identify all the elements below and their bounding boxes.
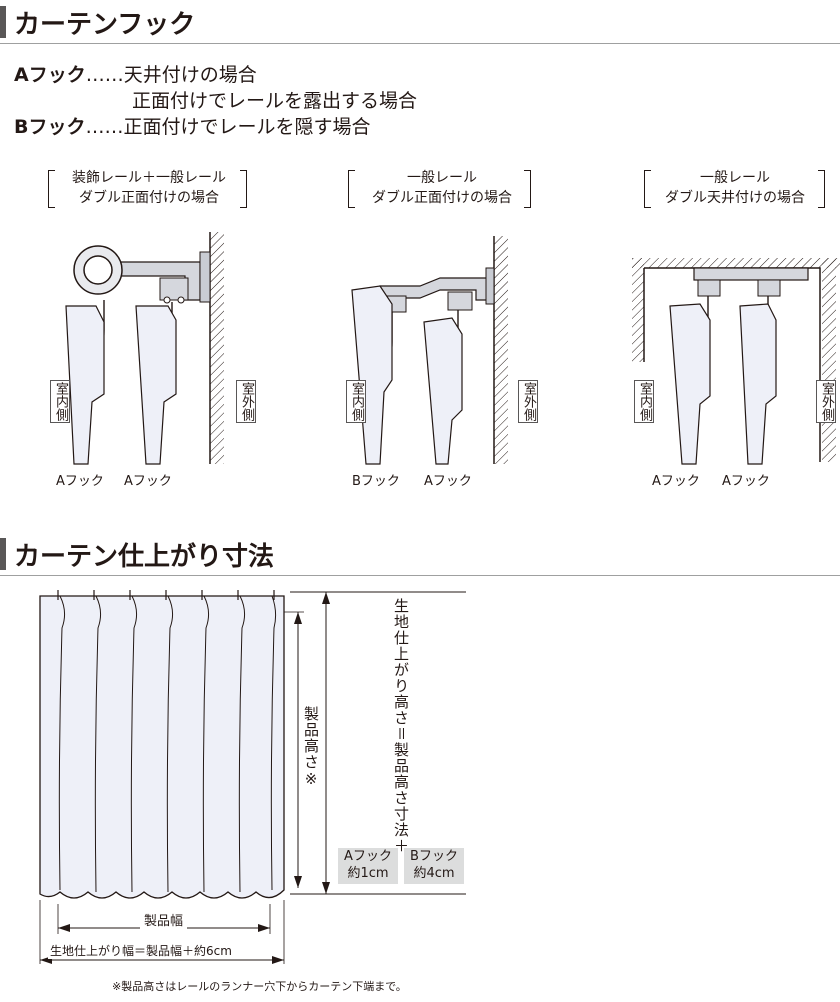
hook-b-desc-1: 正面付けでレールを隠す場合 — [123, 116, 371, 138]
a-hook-allowance-name: Aフック — [344, 849, 392, 864]
diagram-2-title-line2: ダブル正面付けの場合 — [372, 190, 512, 206]
section-rule — [0, 43, 840, 44]
hook-b-line: Bフック……正面付けでレールを隠す場合 — [14, 112, 371, 139]
b-hook-allowance-box: Bフック 約4cm — [404, 848, 464, 884]
fabric-height-label: 生地仕上がり高さ＝製品高さ寸法＋ — [392, 598, 410, 855]
section-accent-bar — [0, 538, 6, 570]
section-title-dimensions: カーテン仕上がり寸法 — [14, 542, 275, 572]
hook-a-label: Aフック — [14, 64, 86, 86]
diagram-3-outdoor-label: 室外側 — [816, 380, 836, 423]
a-hook-allowance-value: 約1cm — [347, 866, 389, 881]
curtain-left-1 — [65, 305, 105, 465]
b-hook-allowance-name: Bフック — [410, 849, 458, 864]
diagram-1-hook-right: Aフック — [124, 474, 172, 489]
title-bracket-left — [48, 170, 55, 208]
diagram-2-indoor-label: 室内側 — [346, 380, 366, 423]
section-accent-bar — [0, 6, 6, 38]
section-title-hooks: カーテンフック — [14, 10, 196, 40]
diagram-3-title-line1: 一般レール — [700, 170, 770, 186]
hook-a-dots: …… — [85, 64, 124, 86]
curtain-pleats — [58, 595, 277, 893]
title-bracket-left — [644, 170, 651, 208]
title-bracket-left — [348, 170, 355, 208]
diagram-3-drawing — [632, 258, 840, 465]
hook-a-desc-2: 正面付けでレールを露出する場合 — [132, 90, 418, 112]
diagram-3-title: 一般レール ダブル天井付けの場合 — [648, 168, 822, 208]
title-bracket-right — [818, 170, 825, 208]
title-bracket-right — [524, 170, 531, 208]
product-width-label: 製品幅 — [140, 910, 188, 929]
section-rule — [0, 575, 840, 576]
wall-hatch-1 — [210, 232, 224, 464]
fabric-width-label: 生地仕上がり幅＝製品幅＋約6cm — [48, 942, 234, 959]
diagram-2-outdoor-label: 室外側 — [518, 380, 538, 423]
diagram-1-indoor-label: 室内側 — [50, 380, 70, 423]
curtain-dimension-drawing — [39, 590, 466, 964]
diagram-3-title-line2: ダブル天井付けの場合 — [665, 190, 805, 206]
curtain-right-3 — [739, 303, 777, 465]
section-header-hooks: カーテンフック — [0, 0, 840, 44]
rail-bracket-2 — [379, 277, 489, 301]
diagram-2-title: 一般レール ダブル正面付けの場合 — [354, 168, 530, 208]
product-height-label: 製品高さ※ — [302, 706, 320, 789]
ceiling-rail — [693, 267, 809, 281]
curtain-right-1 — [135, 305, 177, 465]
curtain-left-2 — [351, 285, 393, 465]
a-hook-allowance-box: Aフック 約1cm — [338, 848, 398, 884]
title-bracket-right — [240, 170, 247, 208]
hook-b-label: Bフック — [14, 116, 86, 138]
diagram-3-indoor-label: 室内側 — [634, 380, 654, 423]
diagram-1-outdoor-label: 室外側 — [236, 380, 256, 423]
b-hook-allowance-value: 約4cm — [413, 866, 455, 881]
diagram-1-drawing — [65, 232, 224, 465]
curtain-panel — [39, 595, 285, 899]
diagram-2-drawing — [351, 236, 508, 465]
diagram-3-hook-right: Aフック — [722, 474, 770, 489]
diagram-1-title: 装飾レール＋一般レール ダブル正面付けの場合 — [58, 168, 240, 208]
curtain-left-3 — [669, 303, 711, 465]
hook-a-line: Aフック……天井付けの場合 — [14, 60, 257, 87]
diagram-1-title-line1: 装飾レール＋一般レール — [72, 170, 226, 186]
curtain-right-2 — [423, 317, 463, 465]
diagram-3-hook-left: Aフック — [652, 474, 700, 489]
curtain-hooks-top — [57, 590, 275, 600]
diagram-2-hook-right: Aフック — [424, 474, 472, 489]
diagram-2-title-line1: 一般レール — [407, 170, 477, 186]
footnote: ※製品高さはレールのランナー穴下からカーテン下端まで。 — [112, 980, 407, 993]
hook-b-dots: …… — [85, 116, 124, 138]
hook-a-desc-1: 天井付けの場合 — [123, 64, 257, 86]
diagram-1-hook-left: Aフック — [56, 474, 104, 489]
section-header-dimensions: カーテン仕上がり寸法 — [0, 532, 840, 576]
diagram-2-hook-left: Bフック — [352, 474, 400, 489]
diagram-1-title-line2: ダブル正面付けの場合 — [79, 190, 219, 206]
